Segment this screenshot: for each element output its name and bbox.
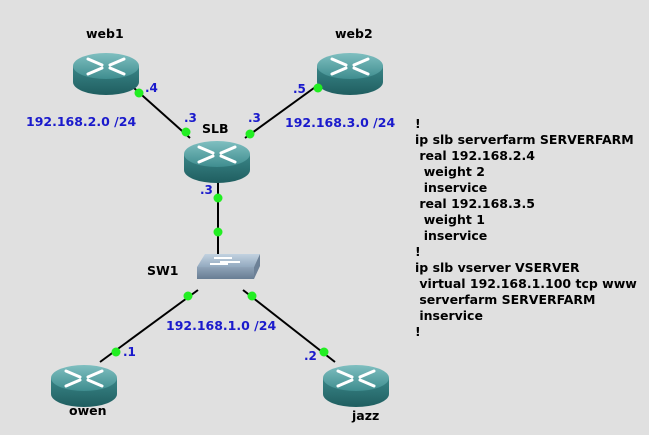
config-line: ! (415, 324, 421, 339)
port-owen[interactable] (111, 347, 121, 357)
port-slb-web1[interactable] (181, 127, 191, 137)
device-label-web1: web1 (86, 26, 124, 41)
slb-config-text: !ip slb serverfarm SERVERFARM real 192.1… (415, 116, 637, 340)
config-line: real 192.168.2.4 (415, 148, 535, 163)
link-web1-slb[interactable] (124, 79, 191, 139)
config-line: inservice (415, 228, 488, 243)
if-label-jazz: .2 (304, 349, 317, 363)
router-arrows-icon (197, 145, 237, 164)
device-label-web2: web2 (335, 26, 373, 41)
subnet-label-web1: 192.168.2.0 /24 (26, 114, 136, 129)
config-line: ! (415, 116, 421, 131)
device-label-slb: SLB (202, 121, 229, 136)
port-web1[interactable] (134, 88, 144, 98)
if-label-web2: .5 (293, 82, 306, 96)
device-label-sw1: SW1 (147, 263, 179, 278)
config-line: ! (415, 244, 421, 259)
port-sw1-slb[interactable] (213, 227, 223, 237)
device-label-jazz: jazz (351, 408, 379, 423)
subnet-label-lan: 192.168.1.0 /24 (166, 318, 276, 333)
router-arrows-icon (330, 57, 370, 76)
router-icon-owen[interactable] (51, 365, 117, 407)
router-arrows-icon (64, 369, 104, 388)
port-sw1-jazz[interactable] (247, 291, 257, 301)
if-label-slb-sw1: .3 (200, 183, 213, 197)
router-icon-web2[interactable] (317, 53, 383, 95)
config-line: ip slb serverfarm SERVERFARM (415, 132, 634, 147)
config-line: inservice (415, 308, 483, 323)
config-line: ip slb vserver VSERVER (415, 260, 580, 275)
switch-arrows-icon (210, 257, 240, 265)
if-label-slb-web2: .3 (248, 111, 261, 125)
router-arrows-icon (336, 369, 376, 388)
switch-icon-sw1[interactable] (197, 254, 260, 279)
port-jazz[interactable] (319, 347, 329, 357)
config-line: serverfarm SERVERFARM (415, 292, 596, 307)
config-line: weight 1 (415, 212, 485, 227)
port-slb-sw1[interactable] (213, 193, 223, 203)
config-line: real 192.168.3.5 (415, 196, 535, 211)
router-icon-jazz[interactable] (323, 365, 389, 407)
device-label-owen: owen (69, 403, 107, 418)
router-icon-web1[interactable] (73, 53, 139, 95)
link-sw1-jazz[interactable] (242, 289, 336, 363)
if-label-web1: .4 (145, 81, 158, 95)
port-slb-web2[interactable] (245, 129, 255, 139)
subnet-label-web2: 192.168.3.0 /24 (285, 115, 395, 130)
config-line: virtual 192.168.1.100 tcp www (415, 276, 637, 291)
link-web2-slb[interactable] (244, 79, 326, 139)
router-icon-slb[interactable] (184, 141, 250, 183)
config-line: inservice (415, 180, 488, 195)
if-label-slb-web1: .3 (184, 111, 197, 125)
if-label-owen: .1 (123, 345, 136, 359)
config-line: weight 2 (415, 164, 485, 179)
router-arrows-icon (86, 57, 126, 76)
port-sw1-owen[interactable] (183, 291, 193, 301)
port-web2[interactable] (313, 83, 323, 93)
